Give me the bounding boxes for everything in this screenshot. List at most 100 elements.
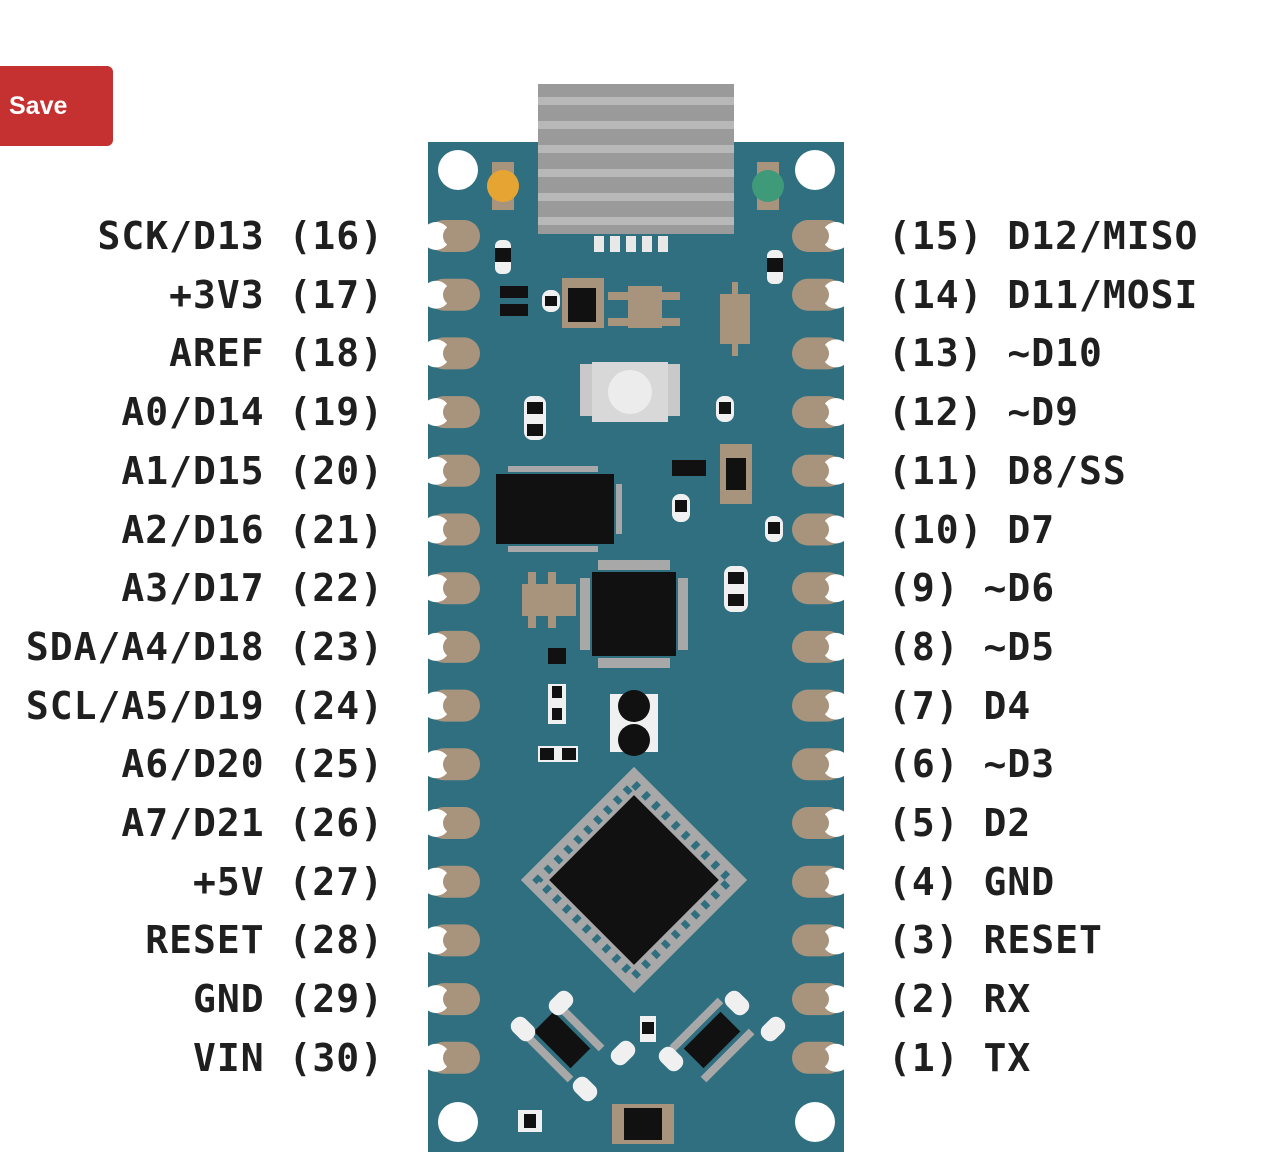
pin-name: ~D9 [1007,390,1080,435]
pin-name: SDA/A4/D18 [25,624,265,669]
pin-label-right: (14) D11/MOSI [888,272,1198,318]
pin-label-right: (6) ~D3 [888,741,1055,787]
pin-name: D11/MOSI [1007,272,1199,317]
pin-number: (9) [888,566,960,611]
pin-label-left: +5V (27) [193,859,384,905]
pin-pad-left [422,748,480,781]
pin-pad-right [792,748,850,781]
pin-pad-right [792,983,850,1016]
pin-name: A0/D14 [121,390,265,435]
regulator-chip-icon [580,560,688,668]
pin-number: (28) [288,918,384,963]
pin-label-left: A6/D20 (25) [121,741,384,787]
pin-label-left: VIN (30) [193,1035,384,1081]
pin-name: RESET [983,918,1103,963]
pin-pad-left [422,983,480,1016]
pin-label-right: (4) GND [888,859,1055,905]
pin-label-left: A0/D14 (19) [121,389,384,435]
reset-button-icon [608,370,652,414]
pin-label-left: RESET (28) [145,917,384,963]
pin-number: (10) [888,507,984,552]
pin-name: SCK/D13 [97,214,265,258]
pin-pad-right [792,396,850,429]
pin-name: VIN [192,1035,265,1080]
pin-name: GND [983,859,1056,904]
pin-number: (24) [288,683,384,728]
pin-number: (27) [288,859,384,904]
pin-name: D2 [983,801,1032,845]
pin-name: AREF [169,331,265,376]
pin-number: (5) [888,801,960,845]
pin-number: (1) [888,1035,960,1080]
pin-number: (22) [288,566,384,611]
pin-name: D4 [983,683,1032,728]
pin-number: (19) [288,390,384,435]
pin-label-left: SCK/D13 (16) [97,213,384,259]
pin-label-right: (2) RX [888,976,1031,1022]
pin-name: RESET [145,918,265,963]
pin-number: (26) [288,801,384,845]
pin-pad-left [422,1041,480,1074]
mounting-hole [795,150,835,190]
pin-number: (4) [888,859,960,904]
pin-pad-right [792,454,850,487]
pin-name: SCL/A5/D19 [25,683,265,728]
pin-pad-right [792,220,850,252]
pin-name: D12/MISO [1007,214,1199,258]
pin-name: ~D5 [983,624,1056,669]
pin-number: (13) [888,331,984,376]
pin-name: D7 [1007,507,1056,552]
pin-number: (12) [888,390,984,435]
pin-pad-left [422,454,480,487]
mounting-hole [795,1102,835,1142]
pin-label-right: (7) D4 [888,683,1031,729]
pin-pad-right [792,513,850,546]
pin-pad-left [422,396,480,429]
pin-pad-right [792,924,850,957]
pin-name: +5V [192,859,265,904]
pin-number: (2) [888,977,960,1022]
pin-pad-right [792,1041,850,1074]
pin-number: (18) [288,331,384,376]
pin-number: (8) [888,624,960,669]
pin-number: (14) [888,272,984,317]
pin-name: A7/D21 [121,801,265,845]
pin-pad-left [422,924,480,957]
pin-label-left: SDA/A4/D18 (23) [26,624,384,670]
mounting-hole [438,150,478,190]
pin-label-right: (13) ~D10 [888,330,1103,376]
pin-number: (17) [288,272,384,317]
power-led-icon [487,170,519,202]
pin-name: ~D10 [1007,331,1103,376]
pin-label-right: (1) TX [888,1035,1031,1081]
pin-pad-left [422,513,480,546]
pin-number: (25) [288,742,384,787]
pin-label-left: A2/D16 (21) [121,507,384,553]
pin-label-right: (9) ~D6 [888,565,1055,611]
pin-label-left: +3V3 (17) [169,272,384,318]
pin-number: (20) [288,448,384,493]
pin-label-left: A3/D17 (22) [121,565,384,611]
pin-label-left: A1/D15 (20) [121,448,384,494]
pin-pad-right [792,278,850,311]
pin-name: ~D6 [983,566,1056,611]
pin-pad-left [422,220,480,252]
save-button[interactable]: Save [0,66,113,146]
pin-pad-left [422,572,480,605]
mounting-hole [438,1102,478,1142]
pin-number: (3) [888,918,960,963]
pin-number: (6) [888,742,960,787]
pin-name: A2/D16 [121,507,265,552]
pin-name: ~D3 [983,742,1056,787]
pin-name: A6/D20 [121,742,265,787]
pin-label-right: (8) ~D5 [888,624,1055,670]
pin-pad-left [422,689,480,722]
usb-serial-chip-icon [496,466,622,552]
pin-label-right: (10) D7 [888,507,1055,553]
pin-number: (15) [888,214,984,258]
pin-label-right: (5) D2 [888,800,1031,846]
pin-pad-left [422,807,480,839]
pin-name: A1/D15 [121,448,265,493]
pin-label-left: GND (29) [193,976,384,1022]
